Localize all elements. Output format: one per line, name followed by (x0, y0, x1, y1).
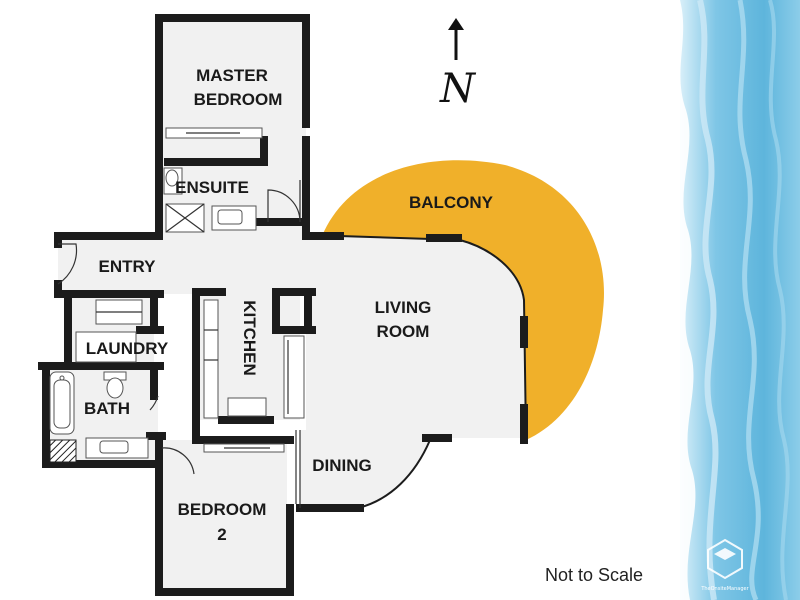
master-bedroom-label-line2: BEDROOM (194, 90, 283, 109)
north-label: N (439, 66, 477, 112)
room-labels: MASTER BEDROOM ENSUITE ENTRY BALCONY LIV… (84, 66, 494, 544)
entry-label: ENTRY (99, 257, 157, 276)
balcony-label: BALCONY (409, 193, 494, 212)
bedroom-2-label: BEDROOM (178, 500, 267, 519)
laundry-label: LAUNDRY (86, 339, 169, 358)
watermark-logo: TheOnsiteManager (700, 538, 750, 592)
dining-label: DINING (312, 456, 372, 475)
bath-label: BATH (84, 399, 130, 418)
bedroom-2-label-line2: 2 (217, 525, 226, 544)
master-bedroom-label: MASTER (196, 66, 268, 85)
living-room-label: LIVING (375, 298, 432, 317)
north-arrow-icon (448, 18, 464, 60)
kitchen-label: KITCHEN (240, 300, 259, 376)
fixtures (49, 127, 305, 508)
ensuite-label: ENSUITE (175, 178, 249, 197)
walls (38, 14, 528, 596)
living-room-label-line2: ROOM (377, 322, 430, 341)
watermark-text: TheOnsiteManager (700, 586, 749, 592)
balcony-area (322, 160, 604, 440)
scale-note: Not to Scale (545, 565, 643, 585)
water (680, 0, 800, 600)
